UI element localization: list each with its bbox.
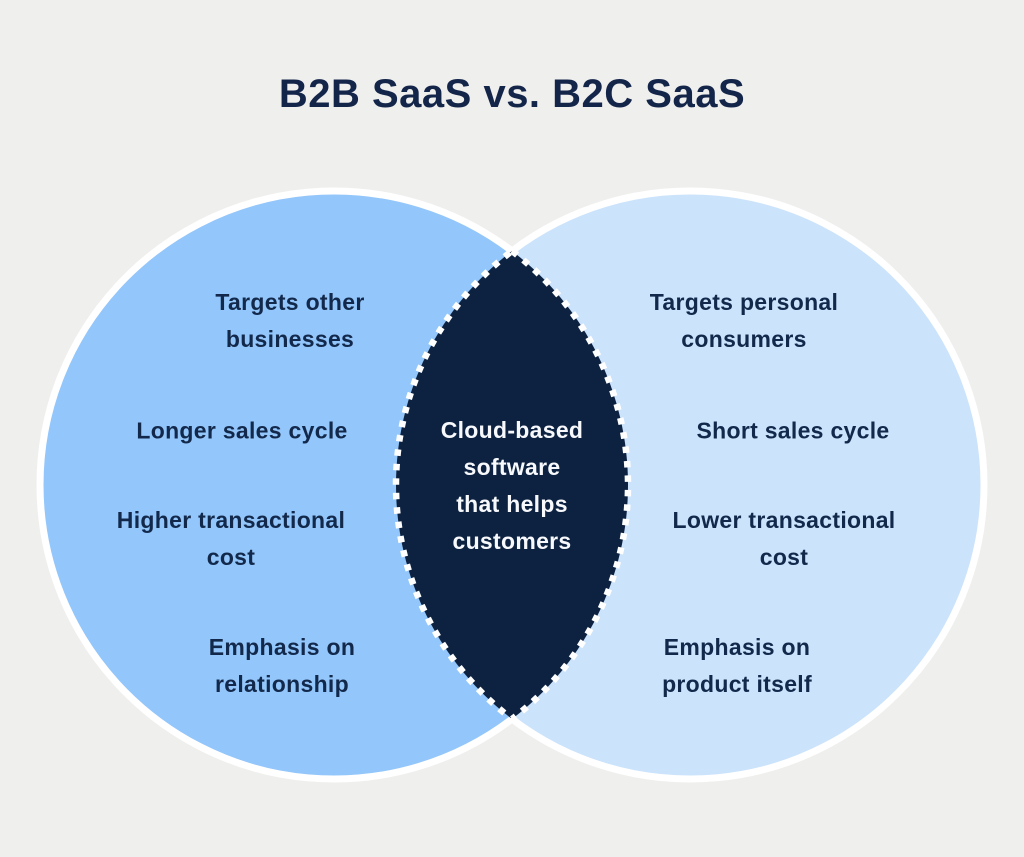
page-title: B2B SaaS vs. B2C SaaS	[278, 72, 746, 116]
b2b-item-emphasis: Emphasis on relationship	[208, 634, 356, 697]
overlap-lens-dashed-border	[392, 246, 632, 724]
b2c-item-transactional-cost: Lower transactional cost	[672, 507, 896, 570]
b2b-item-transactional-cost: Higher transactional cost	[116, 507, 346, 570]
b2c-item-sales-cycle: Short sales cycle	[696, 417, 890, 444]
overlap-lens	[395, 251, 629, 719]
overlap-shared-description: Cloud-based software that helps customer…	[440, 417, 584, 554]
left-circle-outline	[36, 187, 515, 783]
b2b-item-sales-cycle: Longer sales cycle	[136, 417, 348, 444]
b2b-item-targets-businesses: Targets other businesses	[215, 289, 365, 352]
b2c-item-targets-consumers: Targets personal consumers	[649, 289, 839, 352]
b2c-item-emphasis: Emphasis on product itself	[662, 634, 812, 697]
right-circle-outline	[509, 187, 988, 783]
